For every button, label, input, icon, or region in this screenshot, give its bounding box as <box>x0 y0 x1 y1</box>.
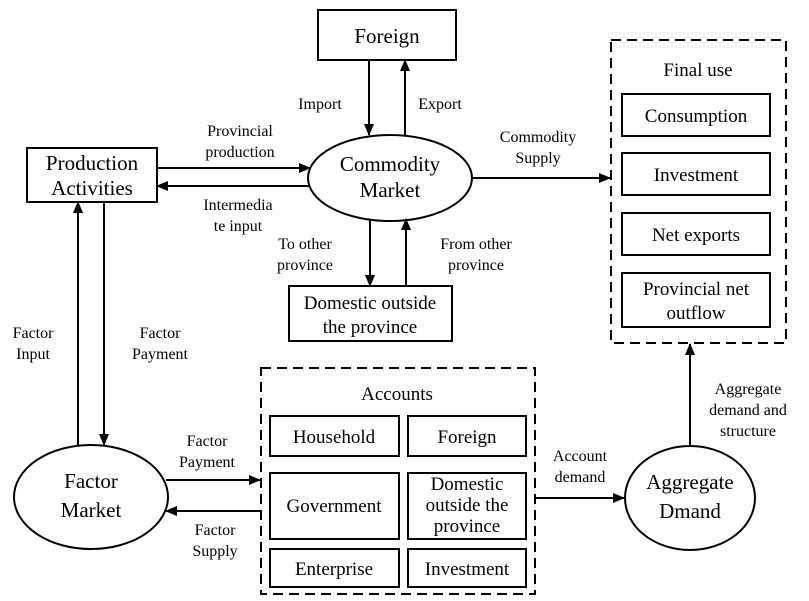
accounts-investment-box: Investment <box>407 548 527 588</box>
svg-text:Investment: Investment <box>654 165 739 186</box>
svg-text:Foreign: Foreign <box>437 427 497 448</box>
svg-text:demand: demand <box>555 469 606 486</box>
svg-text:Factor: Factor <box>187 433 229 450</box>
svg-text:Aggregate: Aggregate <box>715 381 782 398</box>
svg-text:Dmand: Dmand <box>659 499 721 523</box>
svg-text:Market: Market <box>360 178 421 202</box>
svg-text:province: province <box>434 516 500 537</box>
svg-text:Enterprise: Enterprise <box>295 559 373 580</box>
svg-text:Net exports: Net exports <box>652 225 740 246</box>
svg-text:outflow: outflow <box>666 303 725 324</box>
svg-text:the province: the province <box>323 317 417 338</box>
svg-text:Commodity: Commodity <box>340 152 441 176</box>
svg-text:production: production <box>205 144 274 161</box>
production-activities-node: Production Activities <box>26 147 158 203</box>
svg-text:Factor: Factor <box>13 325 55 342</box>
to-other-province-label: To other province <box>277 236 333 274</box>
export-label: Export <box>418 96 462 113</box>
svg-text:Domestic outside: Domestic outside <box>304 293 436 314</box>
svg-text:Factor: Factor <box>195 522 237 539</box>
foreign-top-node: Foreign <box>317 9 457 61</box>
svg-text:Payment: Payment <box>132 346 189 363</box>
net-exports-box: Net exports <box>621 212 771 256</box>
factor-input-label: Factor Input <box>13 325 55 363</box>
svg-text:Factor: Factor <box>64 469 118 493</box>
svg-text:demand and: demand and <box>709 402 787 419</box>
svg-text:outside the: outside the <box>426 495 509 516</box>
final-use-group: Final use Consumption Investment Net exp… <box>610 39 787 344</box>
svg-text:From other: From other <box>440 236 512 253</box>
government-box: Government <box>269 472 400 540</box>
svg-text:Government: Government <box>287 496 383 517</box>
svg-text:Payment: Payment <box>179 454 236 471</box>
enterprise-box: Enterprise <box>269 548 400 588</box>
aggregate-demand-node: Aggregate Dmand <box>624 445 756 551</box>
provincial-production-label: Provincial production <box>205 123 274 161</box>
factor-payment-horizontal-label: Factor Payment <box>179 433 236 471</box>
factor-market-node: Factor Market <box>13 444 169 550</box>
from-other-province-label: From other province <box>440 236 512 274</box>
svg-text:Accounts: Accounts <box>361 384 433 405</box>
svg-text:Activities: Activities <box>51 176 133 200</box>
accounts-domestic-outside-box: Domestic outside the province <box>407 472 527 540</box>
account-demand-label: Account demand <box>553 448 608 486</box>
svg-text:province: province <box>277 257 333 274</box>
investment-box: Investment <box>621 152 771 196</box>
intermediate-input-label: Intermedia te input <box>203 197 272 235</box>
accounts-foreign-box: Foreign <box>407 415 527 457</box>
svg-text:Consumption: Consumption <box>645 106 748 127</box>
factor-payment-vertical-label: Factor Payment <box>132 325 189 363</box>
consumption-box: Consumption <box>621 93 771 137</box>
svg-text:Factor: Factor <box>140 325 182 342</box>
svg-text:Domestic: Domestic <box>431 474 504 495</box>
svg-text:Input: Input <box>16 346 50 363</box>
import-label: Import <box>298 96 342 113</box>
svg-text:Commodity: Commodity <box>500 129 576 146</box>
svg-text:Supply: Supply <box>192 543 237 560</box>
svg-text:Final use: Final use <box>663 60 732 81</box>
svg-text:te input: te input <box>214 218 263 235</box>
svg-text:structure: structure <box>720 423 776 440</box>
svg-text:Market: Market <box>61 498 122 522</box>
aggregate-structure-label: Aggregate demand and structure <box>709 381 787 440</box>
svg-text:To other: To other <box>278 236 332 253</box>
provincial-net-outflow-box: Provincial net outflow <box>621 272 771 328</box>
svg-text:Aggregate: Aggregate <box>646 470 733 494</box>
svg-text:Foreign: Foreign <box>354 24 420 48</box>
svg-text:Provincial net: Provincial net <box>643 279 750 300</box>
svg-text:province: province <box>448 257 504 274</box>
svg-text:Production: Production <box>46 151 139 175</box>
factor-supply-label: Factor Supply <box>192 522 237 560</box>
svg-text:Investment: Investment <box>425 559 510 580</box>
commodity-supply-label: Commodity Supply <box>500 129 576 167</box>
domestic-outside-node: Domestic outside the province <box>288 285 453 342</box>
svg-text:Provincial: Provincial <box>207 123 273 140</box>
svg-text:Intermedia: Intermedia <box>203 197 272 214</box>
svg-text:Supply: Supply <box>515 150 560 167</box>
household-box: Household <box>269 415 400 457</box>
commodity-market-node: Commodity Market <box>307 134 473 222</box>
svg-text:Account: Account <box>553 448 608 465</box>
accounts-group: Accounts Household Foreign Government Do… <box>260 367 536 595</box>
svg-text:Household: Household <box>293 427 376 448</box>
